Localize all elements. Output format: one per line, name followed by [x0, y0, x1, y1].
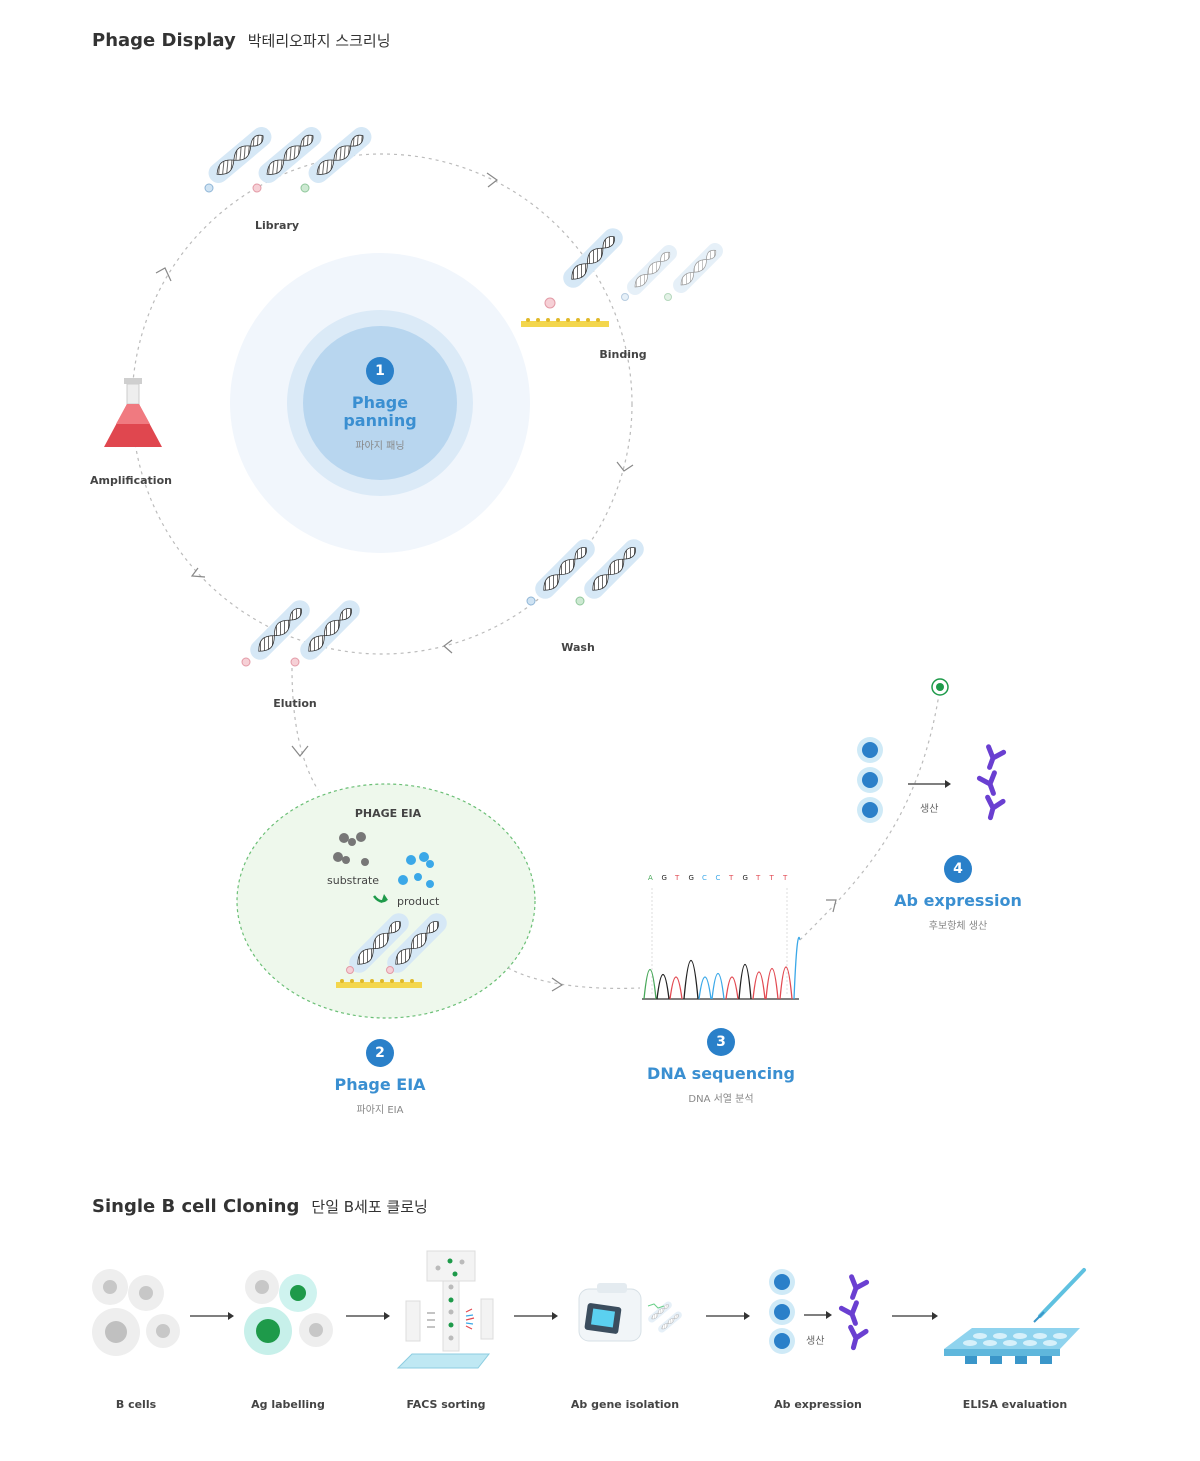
- elution-phages: [241, 595, 365, 667]
- binding-label: Binding: [599, 348, 647, 361]
- sequence-base: T: [783, 874, 788, 882]
- step-3-badge: 3: [707, 1028, 735, 1056]
- binding-phages: [521, 223, 727, 327]
- sequencing-to-expression-path: [799, 687, 941, 941]
- sequence-base: G: [688, 874, 694, 882]
- bottom-produce-label: 생산: [806, 1336, 825, 1347]
- elisa-evaluation-illustration: [944, 1268, 1086, 1364]
- dna-sequencing-subtitle: DNA 서열 분석: [688, 1094, 754, 1105]
- ab-expression-title: Ab expression: [894, 891, 1022, 910]
- single-b-cell-title: Single B cell Cloning 단일 B세포 클로닝: [92, 1196, 428, 1217]
- sequence-base: C: [715, 874, 721, 882]
- library-phages: [204, 122, 376, 193]
- sequence-base: T: [769, 874, 774, 882]
- amplification-flask: [104, 378, 162, 447]
- ag-labelling-illustration: [244, 1270, 333, 1355]
- eia-to-sequencing-path: [507, 967, 641, 989]
- phage-panning-title: Phage panning: [343, 394, 416, 430]
- product-icon: [398, 852, 434, 888]
- eia-to-sequencing-arrow: [551, 977, 564, 992]
- step-2-badge: 2: [366, 1039, 394, 1067]
- elution-label: Elution: [273, 697, 317, 710]
- substrate-icon: [333, 832, 369, 866]
- eia-heading: PHAGE EIA: [354, 807, 422, 820]
- phage-eia-subtitle: 파아지 EIA: [356, 1105, 404, 1116]
- b-cells-illustration: [92, 1269, 180, 1356]
- substrate-label: substrate: [327, 874, 380, 887]
- dna-sequencing-title: DNA sequencing: [647, 1064, 795, 1083]
- wash-phages: [526, 534, 649, 606]
- single-b-cell-title-en: Single B cell Cloning: [92, 1196, 300, 1217]
- single-b-cell-title-ko: 단일 B세포 클로닝: [311, 1198, 428, 1216]
- step-elisa-evaluation-label: ELISA evaluation: [962, 1398, 1068, 1411]
- step-1-badge: 1: [366, 357, 394, 385]
- elution-to-eia-arrow: [291, 745, 309, 757]
- cycle-arrows: [155, 172, 634, 654]
- amplification-label: Amplification: [90, 474, 172, 487]
- phage-panning-title-line1: Phage: [351, 393, 409, 412]
- sequence-base: A: [648, 874, 653, 882]
- eia-phages: [336, 908, 452, 988]
- step-ag-labelling-label: Ag labelling: [251, 1398, 325, 1411]
- panning-core: [303, 326, 457, 480]
- step-facs-sorting-label: FACS sorting: [406, 1398, 486, 1411]
- ab-expression-subtitle: 후보항체 생산: [928, 921, 988, 932]
- sequence-base: C: [702, 874, 707, 882]
- elution-to-eia-path: [291, 667, 319, 791]
- phage-display-title-ko: 박테리오파지 스크리닝: [247, 32, 391, 50]
- expression-cells: [857, 737, 883, 823]
- reaction-arrowhead: [381, 894, 388, 903]
- sequence-base: T: [729, 874, 734, 882]
- library-label: Library: [254, 219, 300, 232]
- ab-gene-isolation-illustration: [578, 1283, 684, 1342]
- sequence-base: T: [756, 874, 761, 882]
- step-ab-expression-label: Ab expression: [774, 1398, 862, 1411]
- phage-panning-subtitle: 파아지 패닝: [355, 441, 405, 452]
- expressed-antibodies: [979, 747, 1003, 820]
- dna-chromatogram: [642, 888, 801, 1000]
- step-ab-gene-isolation-label: Ab gene isolation: [570, 1398, 680, 1411]
- produce-label: 생산: [920, 804, 939, 815]
- bottom-expression-illustration: [769, 1269, 867, 1354]
- step-4-badge: 4: [944, 855, 972, 883]
- sequence-base: G: [742, 874, 748, 882]
- facs-sorting-illustration: [396, 1250, 494, 1369]
- wash-label: Wash: [561, 641, 595, 654]
- sequence-base: T: [675, 874, 680, 882]
- phage-eia-title: Phage EIA: [334, 1075, 426, 1094]
- product-label: product: [397, 895, 440, 908]
- phage-display-title-en: Phage Display: [92, 30, 236, 51]
- binding-surface: [521, 321, 609, 327]
- sequencing-to-expression-arrow: [826, 899, 837, 913]
- phage-display-title: Phage Display 박테리오파지 스크리닝: [92, 30, 391, 51]
- step-b-cells-label: B cells: [115, 1398, 157, 1411]
- sequence-base: G: [661, 874, 667, 882]
- phage-panning-title-line2: panning: [343, 411, 417, 430]
